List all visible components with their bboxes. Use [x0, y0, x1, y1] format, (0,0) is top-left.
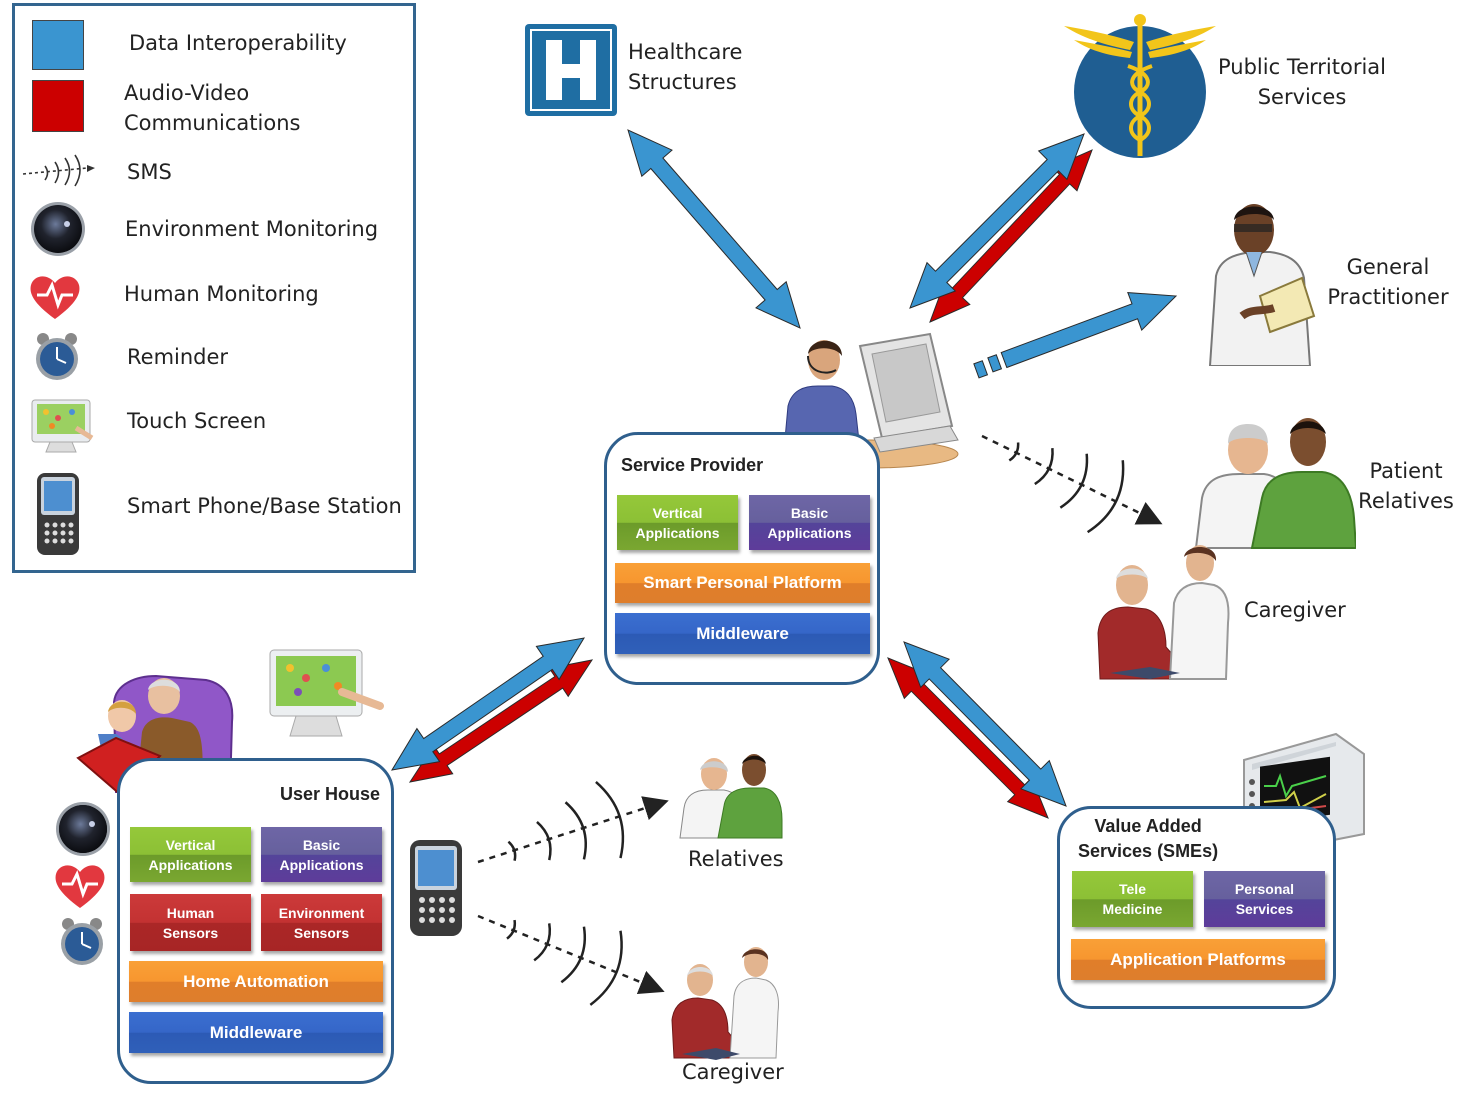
- sms-to-patient-relatives-wave-1: [1008, 442, 1020, 462]
- touch-screen-device-icon: [269, 649, 384, 737]
- gp-arrow-tail-2: [987, 354, 1003, 373]
- sms-to-caregiver-bottom-wave-3: [560, 926, 586, 984]
- clock-icon: [36, 333, 78, 380]
- uh-home-automation[interactable]: Home Automation: [129, 961, 383, 1002]
- sp-basic-applications[interactable]: Basic Applications: [749, 495, 870, 550]
- hospital-icon: [525, 24, 617, 116]
- vas-personal-services[interactable]: Personal Services: [1204, 871, 1325, 927]
- sp-middleware[interactable]: Middleware: [615, 613, 870, 654]
- uh-home-automation-label: Home Automation: [183, 971, 329, 991]
- vas-application-platforms[interactable]: Application Platforms: [1071, 939, 1325, 980]
- legend-label-data-interoperability: Data Interoperability: [129, 31, 347, 55]
- sms-to-relatives-bottom-wave-4: [595, 780, 625, 859]
- data-arrow-user-house: [391, 637, 585, 771]
- house-heart-icon: [55, 865, 105, 908]
- caregiver-top-label: Caregiver: [1244, 598, 1346, 622]
- caregiver-top-icon: [1097, 545, 1230, 680]
- data-arrow-healthcare: [627, 129, 801, 329]
- legend-label-audio-video: Audio-Video Communications: [124, 81, 301, 135]
- legend: Data Interoperability Audio-Video Commun…: [12, 3, 416, 573]
- uh-vertical-applications-label: Vertical Applications: [148, 836, 233, 873]
- service-provider-box: Service Provider Vertical Applications B…: [604, 432, 880, 685]
- vas-application-platforms-label: Application Platforms: [1110, 949, 1286, 969]
- sms-to-caregiver-bottom-wave-2: [533, 923, 552, 962]
- caregiver-bottom-label: Caregiver: [682, 1060, 784, 1084]
- audio-video-swatch: [32, 80, 84, 132]
- uh-environment-sensors[interactable]: Environment Sensors: [261, 894, 382, 951]
- vas-personal-services-label: Personal Services: [1234, 881, 1295, 917]
- sms-to-relatives-bottom-wave-3: [564, 801, 588, 860]
- value-added-services-box: Value Added Services (SMEs) Tele Medicin…: [1057, 806, 1336, 1009]
- data-arrow-public-services: [909, 133, 1085, 309]
- uh-human-sensors[interactable]: Human Sensors: [130, 894, 251, 951]
- sms-to-caregiver-bottom: [477, 914, 665, 995]
- caduceus-icon: [1064, 14, 1216, 158]
- legend-label-reminder: Reminder: [127, 345, 229, 369]
- data-arrow-vas: [903, 641, 1067, 807]
- sms-to-patient-relatives: [981, 434, 1163, 525]
- user-house-title: User House: [280, 784, 381, 804]
- legend-label-human-monitoring: Human Monitoring: [124, 282, 319, 306]
- camera-icon: [31, 202, 85, 256]
- sms-icon: [22, 154, 95, 187]
- user-house-box: User House Vertical Applications Basic A…: [117, 758, 394, 1084]
- sp-vertical-applications-label: Vertical Applications: [635, 504, 720, 541]
- sms-to-relatives-bottom-wave-2: [536, 821, 552, 861]
- data-interoperability-swatch: [32, 20, 84, 70]
- legend-label-touch-screen: Touch Screen: [127, 409, 267, 433]
- sms-to-patient-relatives-wave-2: [1034, 448, 1054, 486]
- uh-middleware-label: Middleware: [209, 1022, 303, 1042]
- sms-to-patient-relatives-wave-3: [1059, 453, 1089, 509]
- house-clock-icon: [61, 918, 103, 965]
- av-arrow-vas: [887, 657, 1049, 819]
- uh-environment-sensors-label: Environment Sensors: [278, 904, 365, 941]
- patient-relatives-icon: [1194, 418, 1356, 549]
- touch-screen-icon: [31, 399, 94, 453]
- patient-relatives-label: Patient Relatives: [1358, 459, 1454, 513]
- gp-arrow-tail-1: [973, 360, 989, 379]
- vas-tele-medicine[interactable]: Tele Medicine: [1072, 871, 1193, 927]
- sp-vertical-applications[interactable]: Vertical Applications: [617, 495, 738, 550]
- sms-to-patient-relatives-wave-4: [1086, 460, 1125, 534]
- heart-icon: [30, 276, 80, 319]
- gp-label: General Practitioner: [1327, 255, 1449, 309]
- sp-smart-personal-platform-label: Smart Personal Platform: [643, 573, 842, 592]
- sp-smart-personal-platform[interactable]: Smart Personal Platform: [615, 563, 870, 603]
- uh-basic-applications[interactable]: Basic Applications: [261, 827, 382, 882]
- house-camera-icon: [56, 802, 110, 856]
- sms-to-caregiver-bottom-wave-1: [506, 919, 517, 940]
- data-arrow-gp: [1000, 292, 1178, 369]
- service-provider-title: Service Provider: [621, 455, 764, 475]
- uh-human-sensors-label: Human Sensors: [162, 904, 219, 941]
- doctor-icon: [1208, 204, 1316, 366]
- legend-label-smartphone: Smart Phone/Base Station: [127, 494, 402, 518]
- base-station-phone-icon: [410, 840, 462, 936]
- healthcare-label: Healthcare Structures: [628, 40, 743, 94]
- sms-to-caregiver-bottom-wave-4: [589, 930, 623, 1006]
- uh-vertical-applications[interactable]: Vertical Applications: [130, 827, 251, 882]
- caregiver-bottom-icon: [671, 947, 779, 1060]
- relatives-bottom-icon: [679, 754, 783, 839]
- sms-to-relatives-bottom-wave-1: [507, 840, 517, 861]
- smartphone-icon: [37, 473, 79, 555]
- operator-icon: [781, 332, 959, 469]
- sp-middleware-label: Middleware: [696, 623, 789, 643]
- legend-label-environment-monitoring: Environment Monitoring: [125, 217, 379, 241]
- vas-tele-medicine-label: Tele Medicine: [1102, 881, 1163, 917]
- relatives-bottom-label: Relatives: [688, 847, 784, 871]
- sp-basic-applications-label: Basic Applications: [767, 504, 852, 541]
- sms-to-relatives-bottom: [477, 796, 669, 864]
- uh-middleware[interactable]: Middleware: [129, 1012, 383, 1053]
- public-services-label: Public Territorial Services: [1218, 55, 1386, 109]
- vas-title: Value Added Services (SMEs): [1078, 816, 1219, 861]
- av-arrow-user-house: [408, 659, 594, 783]
- legend-label-sms: SMS: [127, 160, 172, 184]
- uh-basic-applications-label: Basic Applications: [279, 836, 364, 873]
